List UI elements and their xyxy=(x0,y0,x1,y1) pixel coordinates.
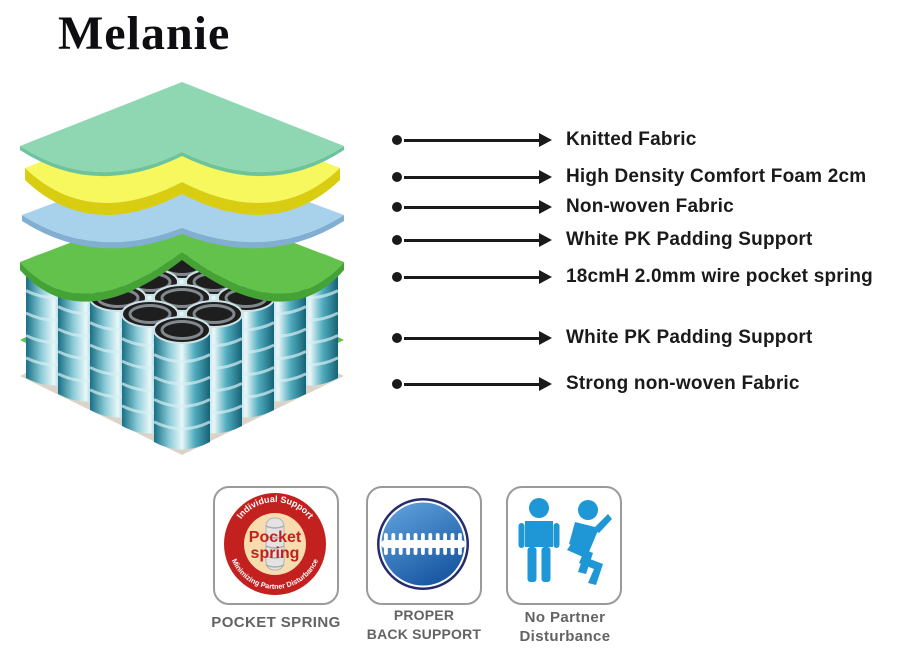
pocket-spring-cylinder xyxy=(57,268,115,402)
layer-label-row: Knitted Fabric xyxy=(392,126,697,154)
pocket-spring-seal-icon: Individual Support Minimizing Partner Di… xyxy=(224,493,326,595)
badge-caption-back-support: PROPER BACK SUPPORT xyxy=(339,606,509,644)
arrow-line xyxy=(404,382,540,386)
vertebra-tick xyxy=(435,533,440,555)
layer-knitted-fabric xyxy=(20,82,344,173)
layer-label-row: Strong non-woven Fabric xyxy=(392,370,800,398)
arrow-right-icon xyxy=(539,133,552,147)
arrow-line xyxy=(404,336,540,340)
bullet-dot-icon xyxy=(392,135,402,145)
caption-line: Disturbance xyxy=(519,628,611,645)
bullet-dot-icon xyxy=(392,379,402,389)
layer-top-padding-edge xyxy=(20,252,344,302)
layer-label-row: Non-woven Fabric xyxy=(392,193,734,221)
vertebra-tick xyxy=(450,533,455,555)
pocket-spring-cylinder xyxy=(89,284,147,418)
vertebra-tick xyxy=(406,533,410,555)
badge-pocket-spring: Individual Support Minimizing Partner Di… xyxy=(213,486,339,605)
bullet-dot-icon xyxy=(392,202,402,212)
arrow-right-icon xyxy=(539,170,552,184)
pocket-spring-cylinder xyxy=(217,284,275,418)
arrow-line xyxy=(404,205,540,209)
layer-top-padding xyxy=(20,200,344,294)
layer-label-row: White PK Padding Support xyxy=(392,324,813,352)
badge-caption-pocket-spring: POCKET SPRING xyxy=(211,614,341,631)
bullet-dot-icon xyxy=(392,172,402,182)
badge-no-partner-disturbance xyxy=(506,486,622,605)
layer-strong-nonwoven-base xyxy=(20,295,344,455)
vertebra-tick xyxy=(428,533,433,555)
vertebra-tick xyxy=(443,533,447,555)
product-title: Melanie xyxy=(58,7,231,60)
arrow-right-icon xyxy=(539,270,552,284)
badge-back-support xyxy=(366,486,482,605)
vertebra-tick xyxy=(398,533,403,555)
no-partner-disturbance-icon xyxy=(518,498,612,585)
vertebra-tick xyxy=(391,533,396,555)
vertebra-tick xyxy=(421,533,425,555)
arrow-line xyxy=(404,175,540,179)
pocket-spring-cylinder xyxy=(25,252,83,386)
arrow-line xyxy=(404,275,540,279)
layer-label-text: Non-woven Fabric xyxy=(566,196,734,217)
pocket-spring-cylinder xyxy=(153,252,211,386)
vertebra-tick xyxy=(384,533,388,555)
caption-line: BACK SUPPORT xyxy=(366,626,482,642)
bullet-dot-icon xyxy=(392,333,402,343)
layer-label-text: White PK Padding Support xyxy=(566,229,813,250)
pocket-spring-cylinder xyxy=(281,252,339,386)
pocket-spring-cylinder xyxy=(153,284,211,418)
pocket-spring-cylinder xyxy=(121,268,179,402)
bullet-dot-icon xyxy=(392,272,402,282)
layer-label-text: Knitted Fabric xyxy=(566,129,697,150)
badge-caption-no-partner: No Partner Disturbance xyxy=(480,608,650,646)
seal-center-line1: Pocket xyxy=(249,529,302,546)
pocket-spring-cylinder xyxy=(153,316,211,450)
pocket-spring-cylinder xyxy=(185,268,243,402)
layer-nonwoven xyxy=(22,155,344,243)
layer-label-row: White PK Padding Support xyxy=(392,226,813,254)
seal-center-line2: spring xyxy=(251,545,300,562)
layer-label-text: White PK Padding Support xyxy=(566,327,813,348)
arrow-right-icon xyxy=(539,233,552,247)
pocket-spring-cylinder xyxy=(185,300,243,434)
layer-label-text: High Density Comfort Foam 2cm xyxy=(566,166,867,187)
layer-knitted-fabric-edge xyxy=(20,146,344,177)
arrow-line xyxy=(404,138,540,142)
pocket-spring-cylinder xyxy=(249,268,307,402)
pocket-springs-group xyxy=(25,252,339,450)
spine-back-support-icon xyxy=(377,498,469,590)
layer-label-row: High Density Comfort Foam 2cm xyxy=(392,163,866,191)
arrow-right-icon xyxy=(539,200,552,214)
vertebra-tick xyxy=(413,533,418,555)
layer-label-text: 18cmH 2.0mm wire pocket spring xyxy=(566,266,873,287)
layer-label-text: Strong non-woven Fabric xyxy=(566,373,800,394)
arrow-right-icon xyxy=(539,331,552,345)
layer-label-row: 18cmH 2.0mm wire pocket spring xyxy=(392,263,873,291)
pocket-spring-cylinder xyxy=(121,300,179,434)
bullet-dot-icon xyxy=(392,235,402,245)
caption-line: PROPER xyxy=(393,607,455,623)
layer-comfort-foam xyxy=(25,106,340,203)
caption-line: No Partner xyxy=(524,609,606,626)
vertebra-tick xyxy=(458,533,462,555)
arrow-line xyxy=(404,238,540,242)
arrow-right-icon xyxy=(539,377,552,391)
layer-comfort-foam-edge xyxy=(25,168,340,215)
layer-bottom-padding xyxy=(20,258,344,420)
layer-nonwoven-edge xyxy=(22,215,344,249)
